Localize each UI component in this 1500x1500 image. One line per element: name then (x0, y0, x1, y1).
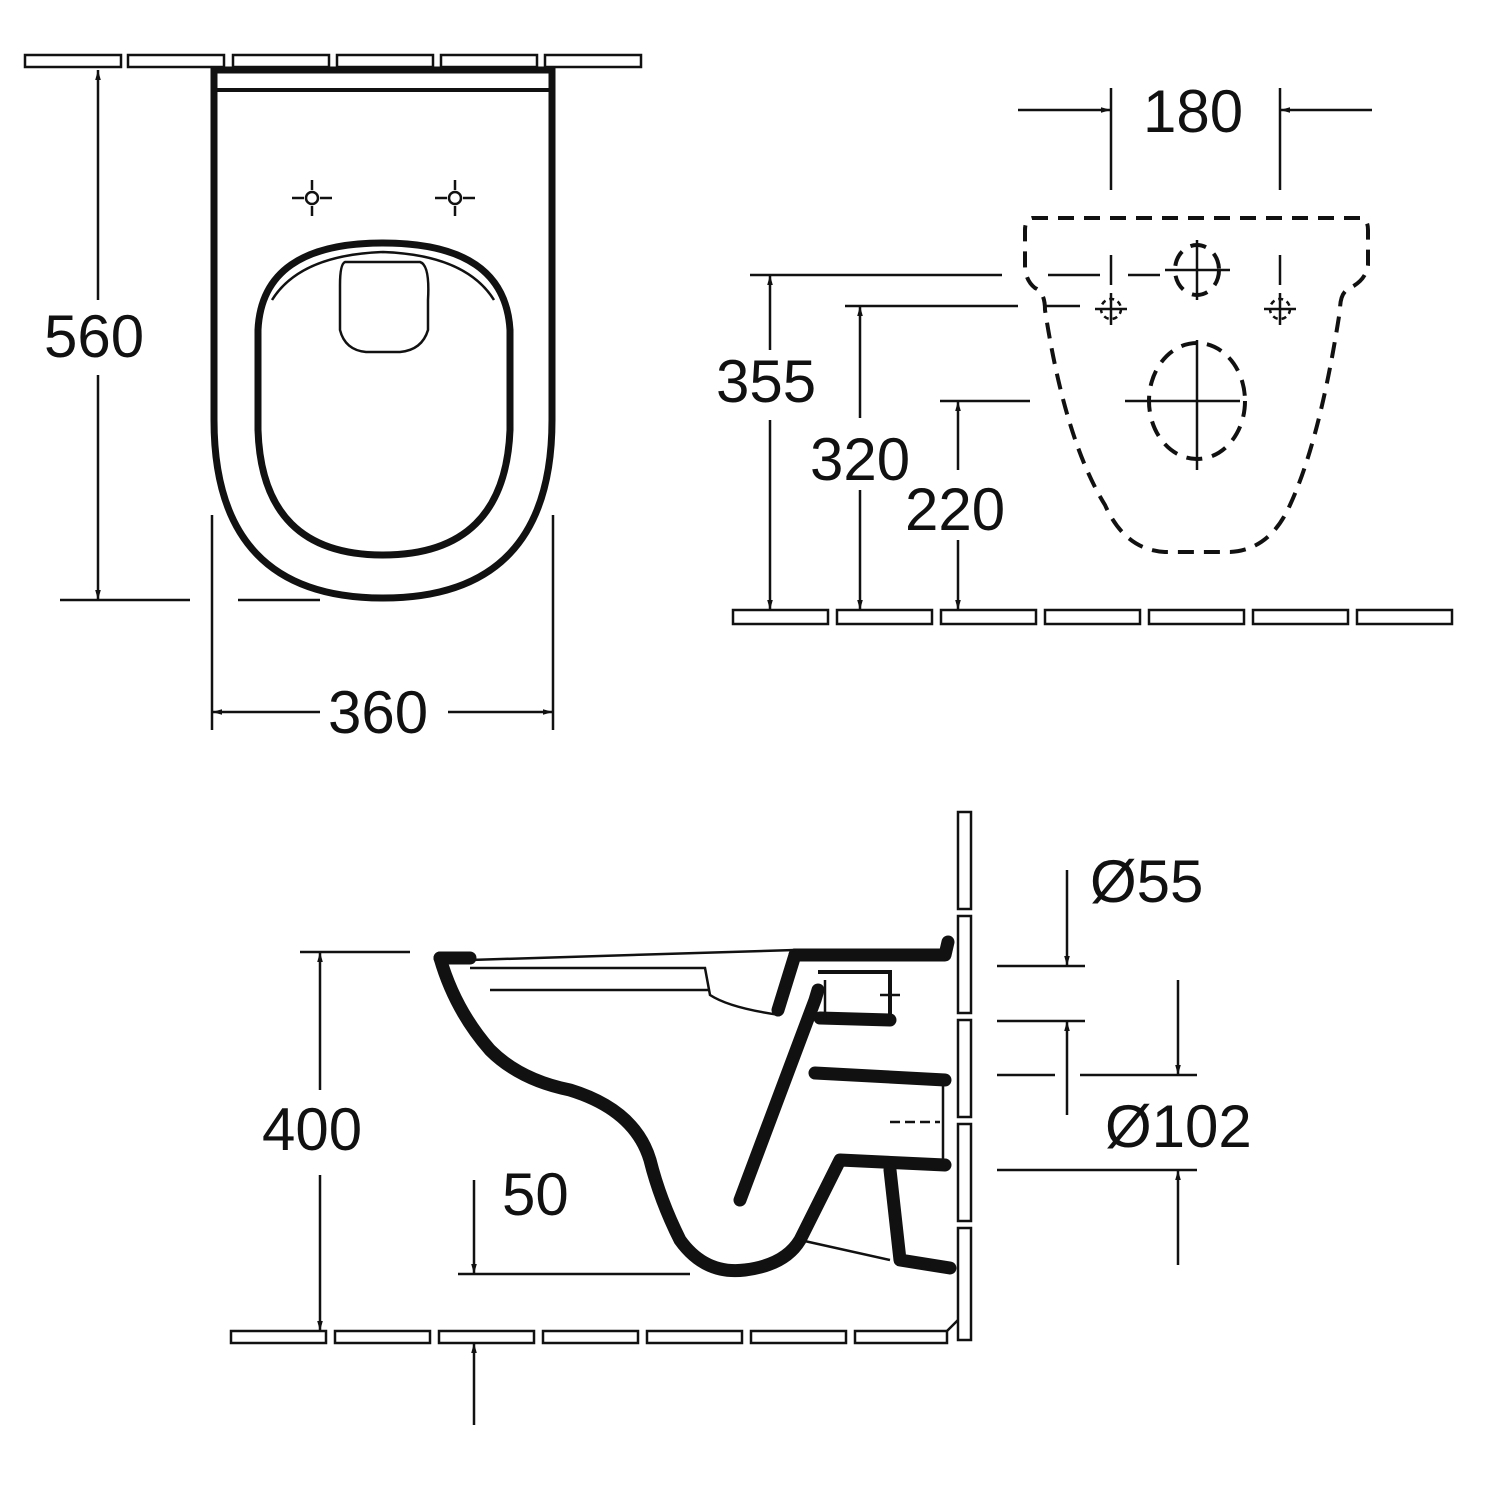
fixing-hole-icon (1264, 293, 1296, 325)
dimension-label-outlet-diameter: Ø102 (1105, 1093, 1252, 1160)
flush-outlet (338, 260, 430, 354)
dimension-label-inlet-diameter: Ø55 (1090, 848, 1204, 915)
dimension-label-height-upper: 355 (716, 348, 817, 415)
wall-tiles (956, 810, 973, 1342)
dimension-label-depth: 560 (44, 303, 145, 370)
fixing-hole-icon (292, 180, 332, 216)
dimension-label-rim-height: 400 (262, 1096, 363, 1163)
bowl-section (433, 951, 952, 1278)
dimension-label-outlet-offset: 50 (502, 1161, 569, 1228)
side-view (229, 810, 1197, 1425)
top-view (23, 53, 643, 730)
floor-tiles (731, 608, 1454, 626)
dimension-label-fixing-spacing: 180 (1143, 78, 1244, 145)
dimension-label-height-fixing: 320 (810, 426, 911, 493)
dimension-label-height-outlet: 220 (905, 476, 1006, 543)
wall-tiles (23, 53, 643, 69)
seat-opening (254, 239, 514, 559)
fixing-hole-icon (1095, 293, 1127, 325)
rear-outline-dashed (1023, 216, 1370, 554)
fixing-hole-icon (435, 180, 475, 216)
rear-view (731, 88, 1454, 626)
dimension-label-width: 360 (328, 679, 429, 746)
floor-tiles (229, 1329, 949, 1345)
bowl-outline (210, 66, 556, 602)
